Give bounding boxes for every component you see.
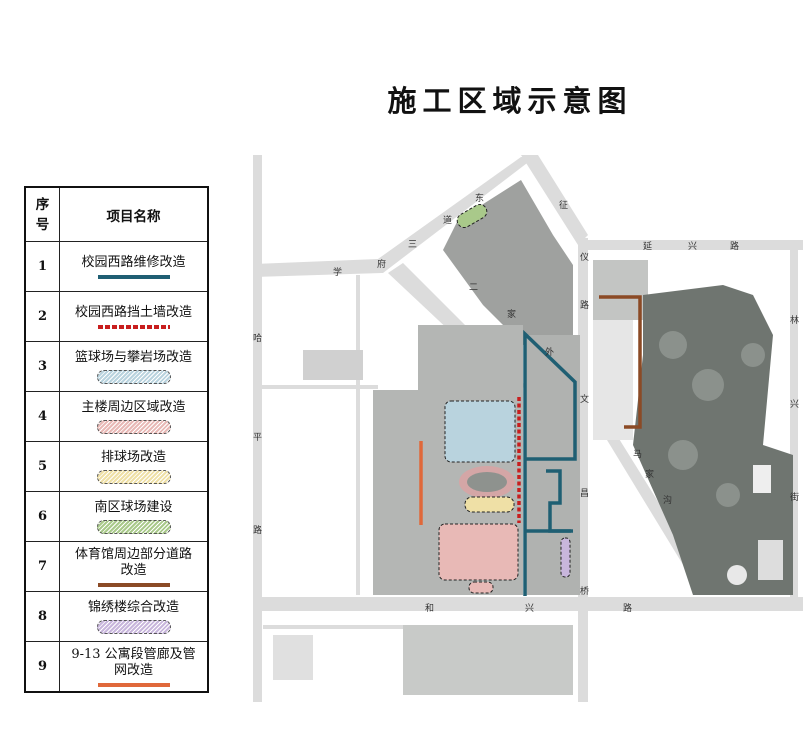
legend-num: 1 [24,241,60,292]
legend-num: 5 [24,441,60,492]
road-label: 桥 [580,585,589,597]
project-6-south-court [456,204,488,229]
legend-name-cell: 9-13 公寓段管廊及管网改造 [59,641,209,693]
road-label: 昌 [580,488,589,499]
legend-num: 4 [24,391,60,442]
road-label: 家 [645,468,654,480]
legend-name-cell: 校园西路维修改造 [59,241,209,292]
project-4-main-building [438,523,519,581]
legend-swatch [96,419,171,434]
road-yiwenchang [578,238,588,702]
legend-table: 序号 项目名称 1 校园西路维修改造 2 校园西路挡土墙改造 3 篮球场与攀岩场改造 4 主楼… [24,186,209,693]
project-3-basketball [444,400,516,463]
road-label: 路 [580,299,589,311]
legend-name: 9-13 公寓段管廊及管网改造 [71,646,196,678]
road-label: 兴 [790,399,799,410]
legend-num: 2 [24,291,60,342]
legend-name-cell: 体育馆周边部分道路改造 [59,541,209,592]
road-label: 和 [425,603,434,614]
legend-row: 4 主楼周边区域改造 [24,391,209,442]
road-label: 平 [253,432,262,443]
legend-swatch [97,324,170,329]
project-8-jinxiu [560,537,571,578]
header-num: 序号 [24,186,60,242]
legend-name: 南区球场建设 [94,499,173,515]
road-north [521,155,588,245]
road-label: 府 [377,258,386,270]
road-yanxing [583,240,803,250]
legend-name: 排球场改造 [100,449,166,465]
legend-name-cell: 南区球场建设 [59,491,209,542]
road-label: 学 [333,266,342,278]
legend-row: 3 篮球场与攀岩场改造 [24,341,209,392]
legend-swatch [96,619,171,634]
page-title: 施工区域示意图 [387,84,633,118]
road-label: 三 [408,240,417,250]
road-label: 林 [790,314,799,326]
legend-row: 9 9-13 公寓段管廊及管网改造 [24,641,209,693]
legend-row: 2 校园西路挡土墙改造 [24,291,209,342]
road-label: 仪 [580,252,589,263]
road-label: 街 [790,491,799,503]
road-label: 延 [643,240,652,252]
legend-num: 7 [24,541,60,592]
legend-name: 主楼周边区域改造 [81,399,186,415]
road-label: 东 [475,192,484,204]
legend-num: 3 [24,341,60,392]
road-label: 路 [623,602,632,614]
legend-name: 篮球场与攀岩场改造 [74,349,192,365]
legend-name-cell: 主楼周边区域改造 [59,391,209,442]
legend-swatch [97,274,170,279]
legend-header-row: 序号 项目名称 [24,186,209,242]
road-label: 家 [507,308,516,320]
project-7-gym-road [599,295,642,429]
road-label: 兴 [688,241,697,252]
legend-num: 6 [24,491,60,542]
road-label: 路 [730,240,739,252]
road-label: 哈 [253,332,262,344]
legend-name-cell: 排球场改造 [59,441,209,492]
road-label: 二 [469,283,478,293]
legend-name: 校园西路挡土墙改造 [74,304,192,320]
legend-name: 校园西路维修改造 [81,254,186,270]
legend-row: 5 排球场改造 [24,441,209,492]
road-label: 外 [545,346,554,358]
legend-swatch [97,682,170,687]
legend-name: 体育馆周边部分道路改造 [74,546,192,578]
header-name: 项目名称 [59,186,209,242]
legend-row: 6 南区球场建设 [24,491,209,542]
project-1-west-road [523,329,577,596]
road-xuefu [253,157,535,277]
park-area [633,285,793,595]
road-label: 文 [580,393,589,405]
road-hexing [253,597,803,611]
legend-row: 7 体育馆周边部分道路改造 [24,541,209,592]
legend-num: 9 [24,641,60,693]
road-linxing [790,245,798,605]
legend-row: 1 校园西路维修改造 [24,241,209,292]
project-5-volleyball [464,496,515,513]
legend-row: 8 锦绣楼综合改造 [24,591,209,642]
legend-name-cell: 篮球场与攀岩场改造 [59,341,209,392]
road-label: 兴 [525,603,534,614]
legend-swatch [97,582,170,587]
campus-map: 哈 平 路 学 府 三 道 东 征 仪 路 文 昌 桥 延 兴 路 林 兴 街 … [253,155,803,702]
road-label: 征 [559,200,568,211]
legend-swatch [96,519,171,534]
legend-num: 8 [24,591,60,642]
legend-name-cell: 校园西路挡土墙改造 [59,291,209,342]
legend-swatch [96,469,171,484]
road-haping [253,155,262,702]
header-num-text: 序号 [35,196,50,233]
road-labels: 哈 平 路 学 府 三 道 东 征 仪 路 文 昌 桥 延 兴 路 林 兴 街 … [253,192,799,614]
road-label: 马 [633,449,642,460]
road-label: 路 [253,524,262,536]
legend-swatch [96,369,171,384]
legend-name-cell: 锦绣楼综合改造 [59,591,209,642]
legend-name: 锦绣楼综合改造 [87,599,179,615]
road-label: 道 [443,214,452,226]
road-label: 沟 [663,494,672,506]
